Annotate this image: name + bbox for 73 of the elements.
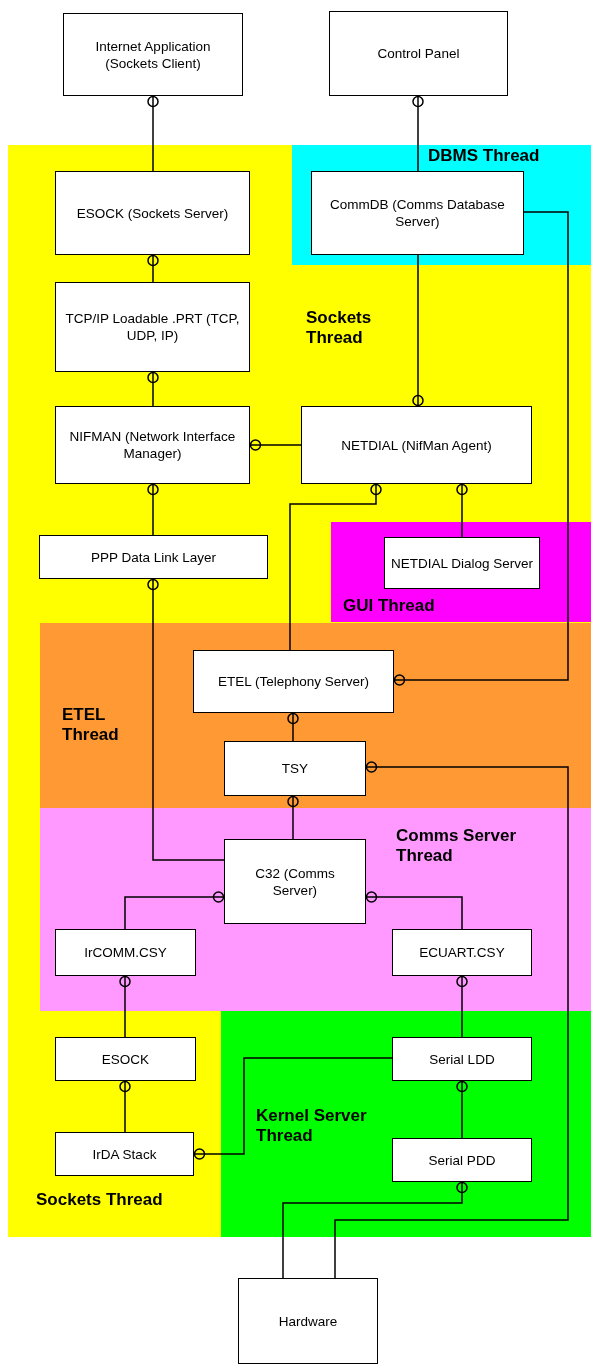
connector [456, 483, 468, 538]
thread-label: GUI Thread [343, 596, 436, 616]
connector [456, 975, 468, 1038]
connector [393, 211, 569, 686]
connector [412, 254, 424, 407]
component-label: TCP/IP Loadable .PRT (TCP, UDP, IP) [64, 310, 241, 344]
component-label: NETDIAL (NifMan Agent) [340, 436, 493, 454]
thread-label: Sockets Thread [306, 308, 373, 348]
connector [365, 891, 463, 930]
thread-region [40, 623, 591, 808]
component-box [301, 406, 532, 484]
component-label: ESOCK [100, 1050, 151, 1068]
thread-label: ETEL Thread [62, 705, 120, 745]
connector [282, 1181, 468, 1279]
connector [249, 439, 302, 451]
component-box [238, 1278, 378, 1364]
component-label: Control Panel [376, 45, 461, 62]
connector [287, 795, 299, 840]
component-label: NETDIAL Dialog Server [389, 554, 534, 572]
thread-label: Sockets Thread [36, 1190, 164, 1210]
component-label: ESOCK (Sockets Server) [75, 204, 230, 222]
component-box [55, 282, 250, 372]
component-label: IrDA Stack [91, 1145, 158, 1163]
connector [119, 1080, 131, 1133]
connector [456, 1080, 468, 1139]
thread-label: DBMS Thread [428, 146, 541, 166]
component-box [55, 1037, 196, 1081]
component-box [55, 171, 250, 255]
connector [147, 371, 159, 407]
connector [119, 975, 131, 1038]
connector [334, 761, 569, 1279]
connector [193, 1057, 393, 1160]
thread-region [8, 145, 591, 1237]
component-box [63, 13, 243, 96]
component-box [392, 1037, 532, 1081]
component-label: C32 (Comms Server) [254, 864, 336, 899]
component-box [384, 537, 540, 589]
component-box [55, 1132, 194, 1176]
component-label: Serial LDD [428, 1050, 496, 1068]
component-box [39, 535, 268, 579]
thread-label: Kernel Server Thread [256, 1106, 368, 1146]
component-label: Hardware [277, 1312, 339, 1330]
component-label: IrCOMM.CSY [83, 944, 168, 961]
thread-region [40, 808, 591, 1011]
thread-region [221, 1011, 591, 1237]
thread-region [292, 145, 591, 265]
component-label: NIFMAN (Network Interface Manager) [68, 428, 237, 462]
component-box [224, 741, 366, 796]
component-box [193, 650, 394, 713]
connector [147, 254, 159, 283]
connector [289, 483, 382, 651]
component-label: ECUART.CSY [418, 944, 506, 961]
component-label: Internet Application (Sockets Client) [94, 37, 212, 72]
thread-region [331, 522, 591, 622]
component-label: TSY [280, 760, 310, 777]
connector [287, 712, 299, 742]
connector [124, 891, 225, 930]
component-box [311, 171, 524, 255]
connector [147, 95, 159, 172]
component-box [55, 929, 196, 976]
component-box [392, 929, 532, 976]
component-box [392, 1138, 532, 1182]
component-label: ETEL (Telephony Server) [216, 673, 371, 690]
connector [412, 95, 424, 172]
component-label: PPP Data Link Layer [89, 548, 218, 566]
component-label: Serial PDD [427, 1151, 497, 1169]
thread-label: Comms Server Thread [396, 826, 517, 866]
component-label: CommDB (Comms Database Server) [329, 196, 506, 230]
component-box [55, 406, 250, 484]
connector [147, 578, 225, 861]
connector [147, 483, 159, 536]
component-box [329, 11, 508, 96]
component-box [224, 839, 366, 924]
